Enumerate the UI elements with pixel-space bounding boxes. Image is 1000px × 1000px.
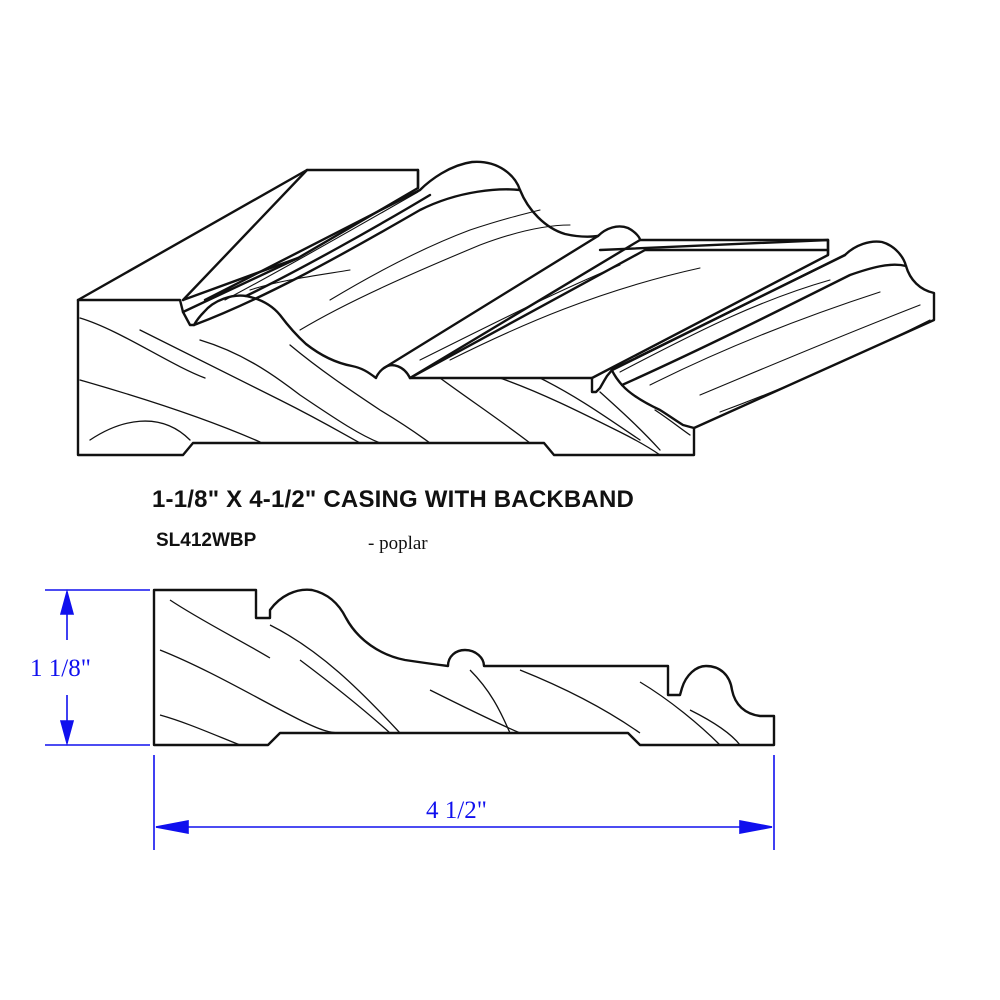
top-bead bbox=[382, 225, 642, 380]
front-profile bbox=[76, 294, 696, 457]
top-backband bbox=[590, 238, 936, 430]
height-dimension bbox=[45, 588, 150, 747]
width-label: 4 1/2" bbox=[426, 797, 487, 824]
height-label: 1 1/8" bbox=[30, 655, 91, 682]
material-label: - poplar bbox=[368, 533, 428, 554]
width-dimension bbox=[153, 755, 775, 850]
profile-outline bbox=[152, 588, 776, 747]
product-code: SL412WBP bbox=[156, 530, 257, 551]
product-title: 1-1/8" X 4-1/2" CASING WITH BACKBAND bbox=[152, 486, 635, 513]
